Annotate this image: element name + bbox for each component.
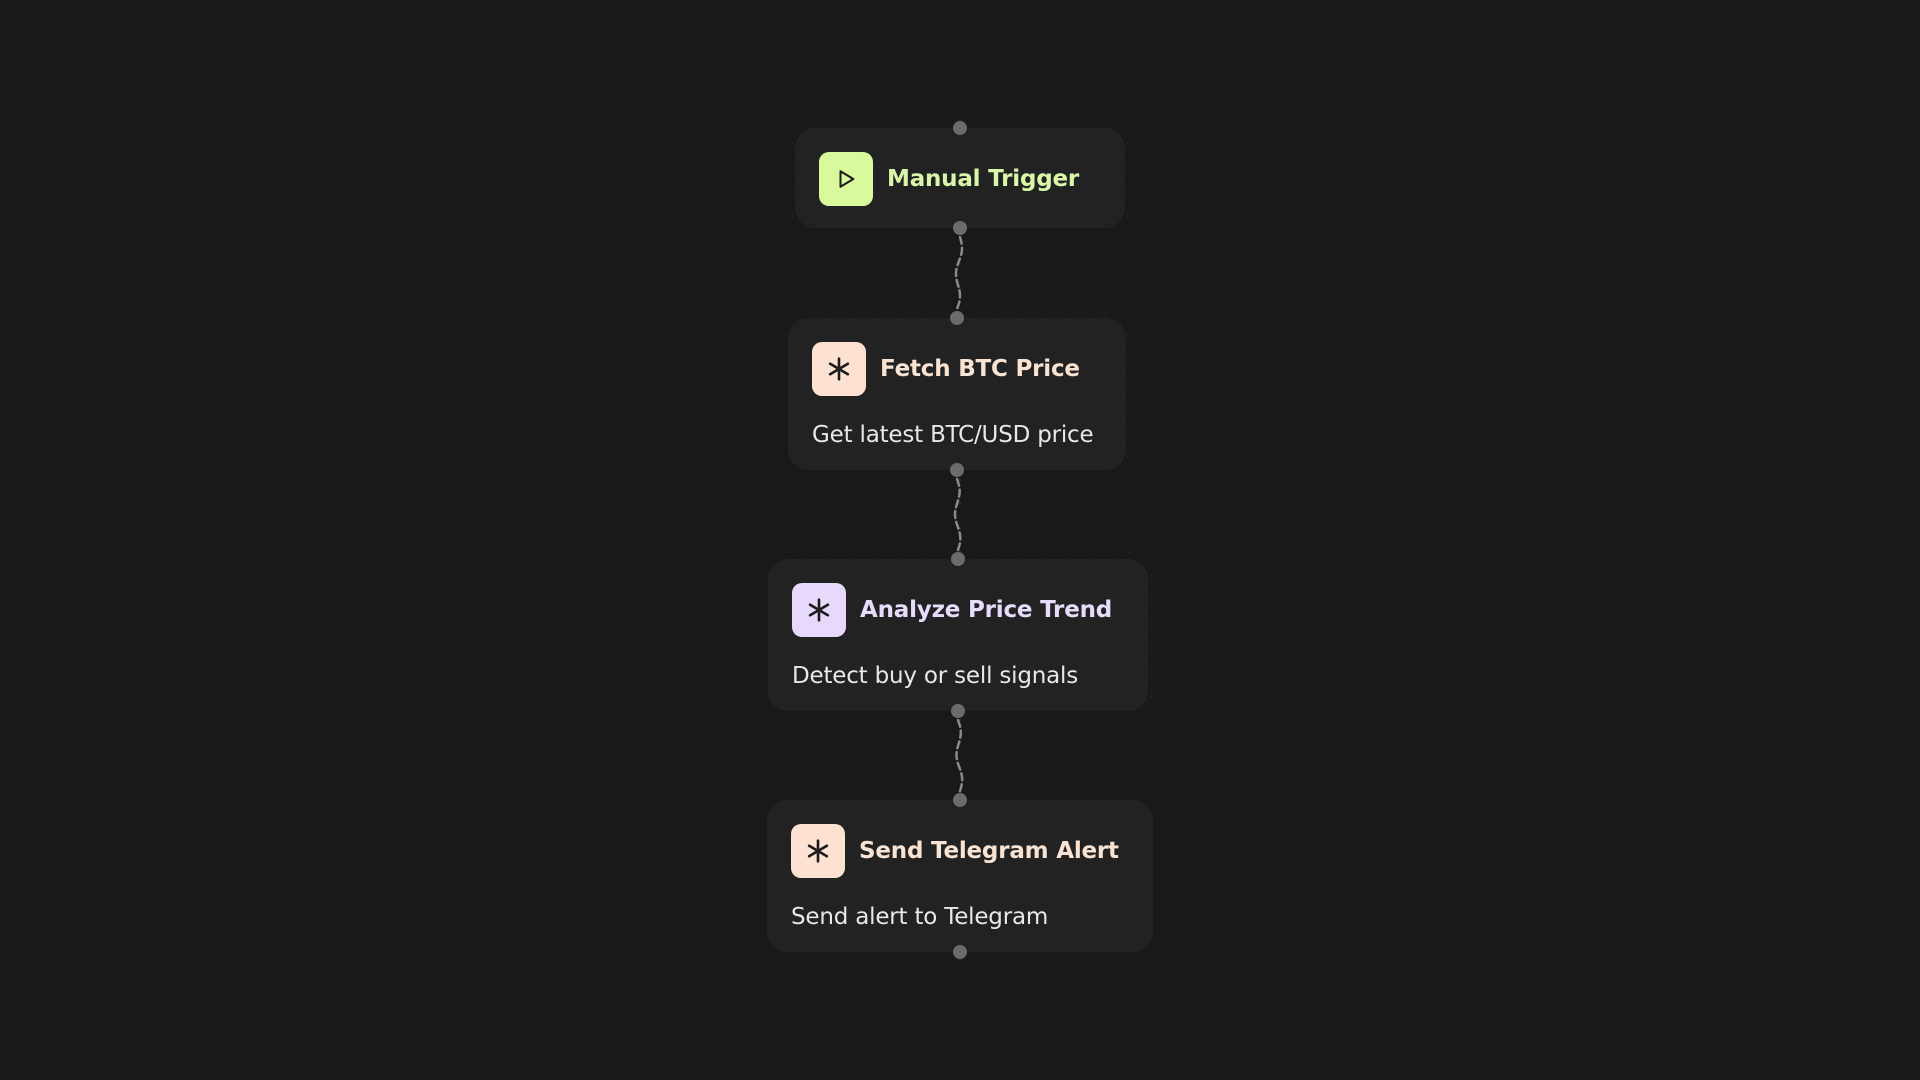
output-port[interactable] — [950, 463, 964, 477]
node-header: Manual Trigger — [819, 152, 1101, 206]
edge-fetch-btc-price-to-analyze-price-trend[interactable] — [953, 477, 962, 552]
input-port[interactable] — [953, 793, 967, 807]
output-port[interactable] — [953, 221, 967, 235]
node-manual-trigger[interactable]: Manual Trigger — [795, 128, 1125, 228]
edge-analyze-price-trend-to-send-telegram-alert[interactable] — [955, 718, 964, 793]
node-title: Fetch BTC Price — [880, 356, 1080, 382]
node-description: Get latest BTC/USD price — [812, 422, 1094, 448]
output-port[interactable] — [951, 704, 965, 718]
output-port[interactable] — [953, 945, 967, 959]
node-header: Fetch BTC Price — [812, 342, 1102, 396]
node-header: Analyze Price Trend — [792, 583, 1124, 637]
asterisk-icon — [791, 824, 845, 878]
asterisk-icon — [812, 342, 866, 396]
input-port[interactable] — [950, 311, 964, 325]
input-port[interactable] — [953, 121, 967, 135]
node-header: Send Telegram Alert — [791, 824, 1129, 878]
node-description: Detect buy or sell signals — [792, 663, 1078, 689]
node-title: Analyze Price Trend — [860, 597, 1113, 623]
edge-manual-trigger-to-fetch-btc-price[interactable] — [954, 235, 964, 311]
node-title: Manual Trigger — [887, 166, 1080, 192]
asterisk-icon — [792, 583, 846, 637]
node-description: Send alert to Telegram — [791, 904, 1049, 930]
play-icon — [819, 152, 873, 206]
input-port[interactable] — [951, 552, 965, 566]
node-title: Send Telegram Alert — [859, 838, 1119, 864]
